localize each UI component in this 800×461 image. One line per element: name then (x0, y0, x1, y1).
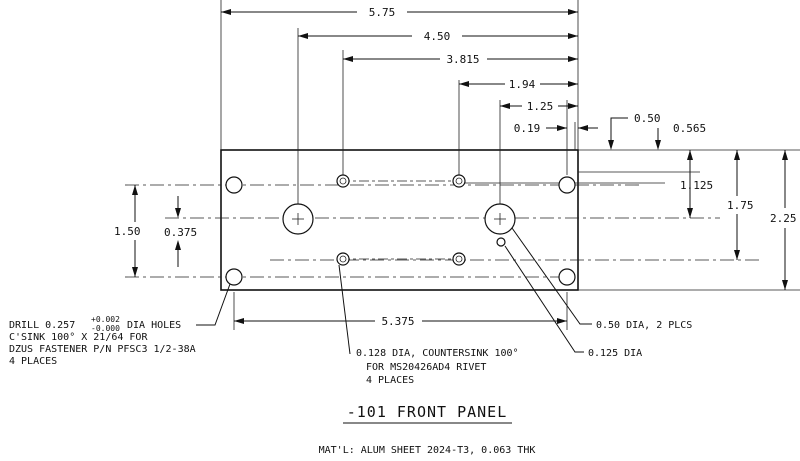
dim-edge-to-rivet-row: 0.565 (655, 122, 706, 150)
dim-label: 3.815 (446, 53, 479, 66)
fastener-hole (225, 176, 243, 194)
fastener-hole (225, 268, 243, 286)
dim-fastener-vertical-spacing: 1.50 (114, 185, 141, 277)
extension-lines (220, 0, 800, 330)
dim-label: 5.75 (369, 6, 396, 19)
dim-label: 0.565 (673, 122, 706, 135)
rivet-callout: 0.128 DIA, COUNTERSINK 100° FOR MS20426A… (356, 348, 519, 386)
panel-title: -101 FRONT PANEL (347, 403, 508, 421)
dim-rivet-right-offset: 1.94 (459, 78, 578, 91)
dim-big-hole-right-offset: 1.25 (500, 100, 578, 113)
dim-label: 1.25 (527, 100, 554, 113)
small-hole (496, 237, 506, 247)
drill-callout: DRILL 0.257 +0.002 -0.000 DIA HOLES C'SI… (9, 315, 196, 367)
callout-text: 4 PLACES (9, 356, 57, 367)
callout-text: FOR MS20426AD4 RIVET (366, 362, 486, 373)
dim-center-to-small-hole-row: 1.75 (727, 150, 754, 260)
dim-fastener-horizontal-spacing: 5.375 (234, 315, 567, 328)
dim-label: 0.19 (514, 122, 541, 135)
dim-label: 5.375 (381, 315, 414, 328)
panel-outline (220, 149, 579, 291)
callout-text: C'SINK 100° X 21/64 FOR (9, 332, 148, 343)
callout-text: DRILL 0.257 (9, 320, 75, 331)
tolerance-minus: -0.000 (91, 324, 120, 333)
dim-small-hole-offset: 0.19 (514, 122, 598, 135)
dim-label: 2.25 (770, 212, 797, 225)
rivet-hole (336, 252, 350, 266)
dim-label: 0.50 (634, 112, 661, 125)
dim-edge-to-fastener: 0.50 (608, 112, 661, 150)
dim-rivet-left-offset: 3.815 (343, 53, 578, 66)
rivet-hole (336, 174, 350, 188)
dim-label: 1.50 (114, 225, 141, 238)
dim-big-hole-spacing: 4.50 (298, 30, 578, 43)
callout-text: DZUS FASTENER P/N PFSC3 1/2-38A (9, 344, 196, 355)
fastener-hole (558, 268, 576, 286)
dim-overall-height: 2.25 (770, 150, 797, 290)
svg-text:DRILL 0.257: DRILL 0.257 (9, 320, 75, 331)
big-holes (282, 203, 516, 235)
rivet-holes (336, 174, 466, 266)
dim-label: 4.50 (424, 30, 451, 43)
rivet-hole (452, 174, 466, 188)
material-spec: MAT'L: ALUM SHEET 2024-T3, 0.063 THK (319, 445, 536, 456)
dim-label: 1.75 (727, 199, 754, 212)
fastener-holes (225, 176, 576, 286)
dim-label: 0.375 (164, 226, 197, 239)
dim-rivet-row-spacing: 1.125 (578, 150, 713, 218)
tolerance-plus: +0.002 (91, 315, 120, 324)
small-hole-callout: 0.125 DIA (588, 348, 642, 359)
dim-center-to-fastener-offset: 0.375 (164, 196, 197, 267)
fastener-hole (558, 176, 576, 194)
callout-text: DIA HOLES (127, 320, 181, 331)
dim-overall-width: 5.75 (221, 6, 578, 19)
leader-lines (196, 227, 592, 355)
rivet-hole (452, 252, 466, 266)
callout-text: 0.128 DIA, COUNTERSINK 100° (356, 348, 519, 359)
dim-label: 1.94 (509, 78, 536, 91)
callout-text: 4 PLACES (366, 375, 414, 386)
big-hole-callout: 0.50 DIA, 2 PLCS (596, 320, 692, 331)
dim-label: 1.125 (680, 179, 713, 192)
